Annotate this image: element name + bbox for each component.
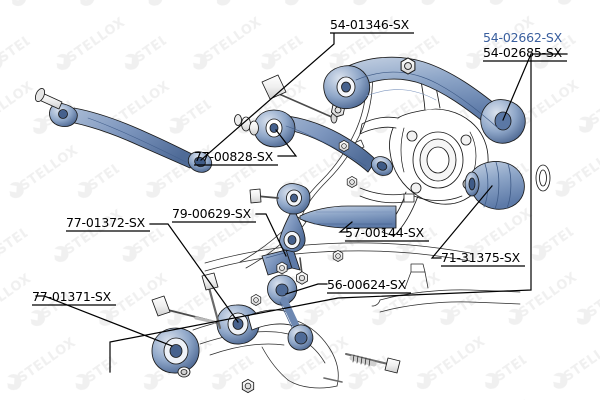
- part-label-71-31375[interactable]: 71-31375-SX: [441, 250, 520, 265]
- part-label-79-00629[interactable]: 79-00629-SX: [172, 206, 251, 221]
- part-label-77-01371[interactable]: 77-01371-SX: [32, 289, 111, 304]
- part-label-57-00144[interactable]: 57-00144-SX: [345, 225, 424, 240]
- part-label-54-01346[interactable]: 54-01346-SX: [330, 17, 409, 32]
- part-label-77-01372[interactable]: 77-01372-SX: [66, 215, 145, 230]
- part-label-56-00624[interactable]: 56-00624-SX: [327, 277, 406, 292]
- part-label-54-02685[interactable]: 54-02685-SX: [483, 45, 562, 60]
- part-label-77-00828[interactable]: 77-00828-SX: [194, 149, 273, 164]
- part-label-54-02662[interactable]: 54-02662-SX: [483, 30, 562, 45]
